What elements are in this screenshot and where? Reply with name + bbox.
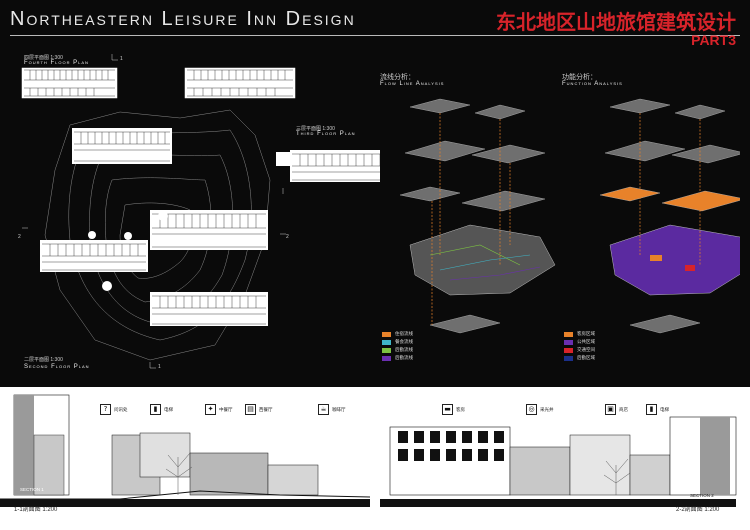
poi-lightwell: ◎采光井 bbox=[526, 404, 554, 415]
function-swatch bbox=[564, 355, 573, 361]
tree-2 bbox=[603, 458, 631, 495]
info-icon: ? bbox=[100, 404, 111, 415]
section-1-title: 1-1剖面图 1:200 bbox=[14, 507, 58, 513]
elevator-icon: ▮ bbox=[646, 404, 657, 415]
poi-chinese-restaurant: ✦中餐厅 bbox=[205, 404, 233, 415]
second-plan-en: Second Floor Plan bbox=[24, 364, 90, 370]
fourth-plan-cn: 四层平面图 1:300 bbox=[24, 55, 63, 61]
function-legend-item: 客房区域 bbox=[564, 330, 595, 338]
second-plan-cn: 二层平面图 1:300 bbox=[24, 357, 63, 363]
marker-1-bottom: 1 bbox=[158, 364, 161, 370]
analysis-axonometrics bbox=[399, 98, 740, 334]
section-1 bbox=[0, 394, 371, 507]
third-plan-cn: 三层平面图 1:300 bbox=[296, 126, 335, 132]
flow-axonometric bbox=[399, 98, 556, 334]
third-plan-en: Third Floor Plan bbox=[296, 131, 356, 137]
chinese-restaurant-icon: ✦ bbox=[205, 404, 216, 415]
flow-swatch bbox=[382, 355, 391, 361]
function-legend-item: 交通空间 bbox=[564, 346, 595, 354]
fourth-floor-plan bbox=[21, 67, 296, 99]
flow-legend-item: 后勤流线 bbox=[382, 346, 413, 354]
function-legend-item: 后勤区域 bbox=[564, 354, 595, 362]
function-analysis-en: Function Analysis bbox=[562, 81, 623, 87]
flow-swatch bbox=[382, 331, 391, 337]
shop-icon: ▣ bbox=[605, 404, 616, 415]
function-swatch bbox=[564, 347, 573, 353]
function-axonometric bbox=[599, 98, 740, 334]
cafe-icon: ☕ bbox=[318, 404, 329, 415]
flow-analysis-cn: 流线分析： bbox=[380, 74, 415, 81]
section-2 bbox=[380, 416, 737, 507]
section-2-title: 2-2剖面图 1:200 bbox=[676, 507, 720, 513]
fourth-plan-en: Fourth Floor Plan bbox=[24, 60, 89, 66]
section-2-tag: SECTION 2 bbox=[690, 493, 714, 498]
title-en: Northeastern Leisure Inn Design bbox=[10, 8, 356, 30]
marker-1-top: 1 bbox=[120, 56, 123, 62]
lightwell-icon: ◎ bbox=[526, 404, 537, 415]
flow-legend-item: 住宿流线 bbox=[382, 330, 413, 338]
sections-drawing bbox=[0, 394, 737, 507]
poi-elevator-2: ▮电梯 bbox=[646, 404, 669, 415]
flow-legend-item: 餐会流线 bbox=[382, 338, 413, 346]
marker-2-left: 2 bbox=[18, 234, 21, 240]
third-floor-plan bbox=[276, 150, 380, 182]
function-analysis-cn: 功能分析： bbox=[562, 74, 597, 81]
poi-elevator: ▮电梯 bbox=[150, 404, 173, 415]
floor-plans-drawing: 1 1 2 2 bbox=[18, 54, 380, 370]
flow-analysis-en: Flow Line Analysis bbox=[380, 81, 445, 87]
poi-shop: ▣商店 bbox=[605, 404, 628, 415]
poi-info: ?问讯处 bbox=[100, 404, 128, 415]
elevator-icon: ▮ bbox=[150, 404, 161, 415]
title-cn: 东北地区山地旅馆建筑设计 bbox=[496, 12, 736, 34]
poi-western-restaurant: ▤西餐厅 bbox=[245, 404, 273, 415]
flow-legend: 住宿流线 餐会流线 后勤流线 后勤流线 bbox=[382, 330, 413, 362]
title-underline bbox=[10, 35, 740, 36]
tree-1 bbox=[165, 452, 193, 495]
marker-2-right: 2 bbox=[286, 234, 289, 240]
section-1-tag: SECTION 1 bbox=[20, 487, 44, 492]
function-legend: 客房区域 公共区域 交通空间 后勤区域 bbox=[564, 330, 595, 362]
poi-cafe: ☕咖啡厅 bbox=[318, 404, 346, 415]
poi-guest-room: ▬客房 bbox=[442, 404, 465, 415]
function-legend-item: 公共区域 bbox=[564, 338, 595, 346]
flow-swatch bbox=[382, 347, 391, 353]
second-floor-plan bbox=[40, 128, 268, 326]
function-swatch bbox=[564, 339, 573, 345]
flow-swatch bbox=[382, 339, 391, 345]
title-part: PART3 bbox=[691, 32, 736, 48]
function-swatch bbox=[564, 331, 573, 337]
western-restaurant-icon: ▤ bbox=[245, 404, 256, 415]
guest-room-icon: ▬ bbox=[442, 404, 453, 415]
flow-legend-item: 后勤流线 bbox=[382, 354, 413, 362]
